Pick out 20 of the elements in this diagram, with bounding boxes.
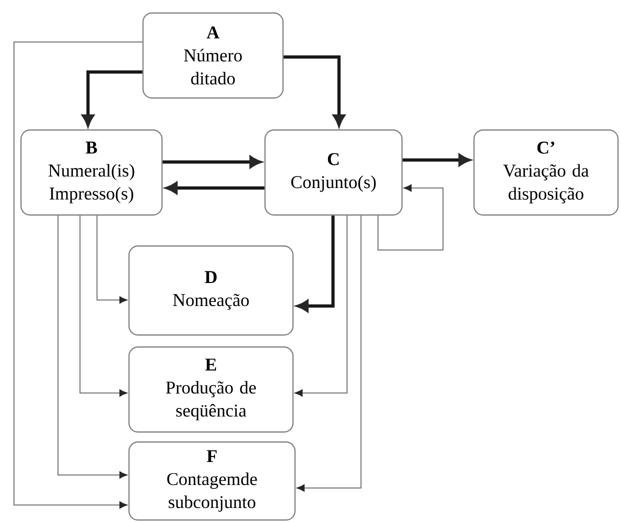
process-box: E Produção de seqüência (128, 346, 294, 433)
arrow (96, 215, 128, 304)
arrow (378, 184, 444, 250)
arrow (402, 154, 470, 166)
process-box: D Nomeação (128, 245, 294, 336)
arrow (82, 70, 142, 126)
process-box: F Contagemde subconjunto (128, 441, 296, 521)
arrow (284, 55, 345, 126)
arrow (162, 156, 262, 168)
arrow (294, 215, 348, 397)
process-box: A Número ditado (142, 12, 284, 99)
arrow (296, 215, 362, 492)
arrow (58, 215, 128, 479)
process-box: B Numeral(is) Impresso(s) (20, 129, 163, 216)
process-box: C Conjunto(s) (264, 129, 403, 216)
arrow (14, 42, 143, 509)
process-box: C’ Variação da disposição (473, 129, 619, 216)
arrow (296, 216, 335, 312)
arrow (166, 182, 264, 194)
arrow (80, 215, 128, 397)
